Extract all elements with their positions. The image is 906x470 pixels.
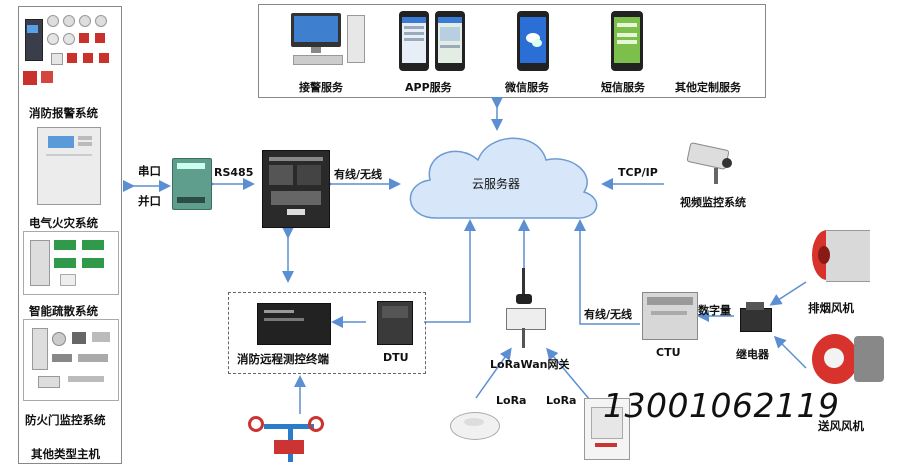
phone-number-watermark: 13001062119 [603,386,840,425]
remote-terminal-icon [257,303,331,345]
service-label-5: 其他定制服务 [675,81,741,94]
relay-icon [738,300,772,338]
tcpip-label: TCP/IP [618,166,658,179]
lora-gateway-icon [502,268,548,350]
cloud-server-icon [409,137,598,219]
fire-door-devices-image [23,319,119,401]
desktop-computer-icon [287,11,367,71]
wired-wireless-label-2: 有线/无线 [584,308,633,321]
left-system-label-1: 消防报警系统 [29,106,98,120]
left-system-label-2: 电气火灾系统 [29,216,98,230]
evacuation-devices-image [23,231,119,295]
fire-alarm-devices-image [21,11,117,93]
parallel-port-label: 并口 [138,194,161,208]
dtu-label: DTU [383,351,409,364]
relay-label: 继电器 [736,348,769,361]
service-label-2: APP服务 [405,81,452,94]
ctu-label: CTU [656,346,681,359]
ctu-device-icon [642,292,698,340]
exhaust-fan-label: 排烟风机 [808,301,854,315]
lora-link-label-2: LoRa [546,394,577,407]
cctv-camera-icon [684,140,738,186]
digital-signal-label: 数字量 [698,304,731,317]
left-system-label-5: 其他类型主机 [31,447,100,461]
protocol-converter-icon [172,158,212,210]
supply-fan-label: 送风风机 [818,419,864,433]
service-label-4: 短信服务 [601,81,645,94]
manual-alarm-icon [584,398,630,460]
left-system-label-3: 智能疏散系统 [29,304,98,318]
sprinkler-pipe-system-icon [244,410,336,466]
cloud-server-label: 云服务器 [472,177,521,191]
remote-terminal-label: 消防远程测控终端 [237,352,329,366]
supply-fan-icon [808,330,888,390]
sms-phone-icon [611,11,643,71]
exhaust-fan-icon [808,228,874,284]
smoke-detector-icon [448,404,500,446]
wired-wireless-label-1: 有线/无线 [334,168,383,181]
gateway-controller-icon [262,150,330,228]
remote-terminal-group: 消防远程测控终端 DTU [228,292,426,374]
video-surveillance-label: 视频监控系统 [680,196,746,209]
rs485-label: RS485 [214,166,254,179]
host-systems-panel: 消防报警系统 电气火灾系统 智能疏散系统 防火门监控系统 其他类型主机 [18,6,122,464]
electrical-fire-panel-image [37,127,101,205]
wechat-phone-icon [517,11,549,71]
service-label-3: 微信服务 [505,81,549,94]
serial-port-label: 串口 [138,164,161,178]
dtu-device-icon [377,301,413,345]
services-panel: 接警服务 APP服务 微信服务 短信服务 其他定制服务 [258,4,766,98]
left-system-label-4: 防火门监控系统 [25,413,106,427]
lora-gateway-label: LoRaWan网关 [490,358,570,371]
app-phone-icon-2 [435,11,465,71]
app-phone-icon [399,11,429,71]
lora-link-label-1: LoRa [496,394,527,407]
service-label-1: 接警服务 [299,81,343,94]
